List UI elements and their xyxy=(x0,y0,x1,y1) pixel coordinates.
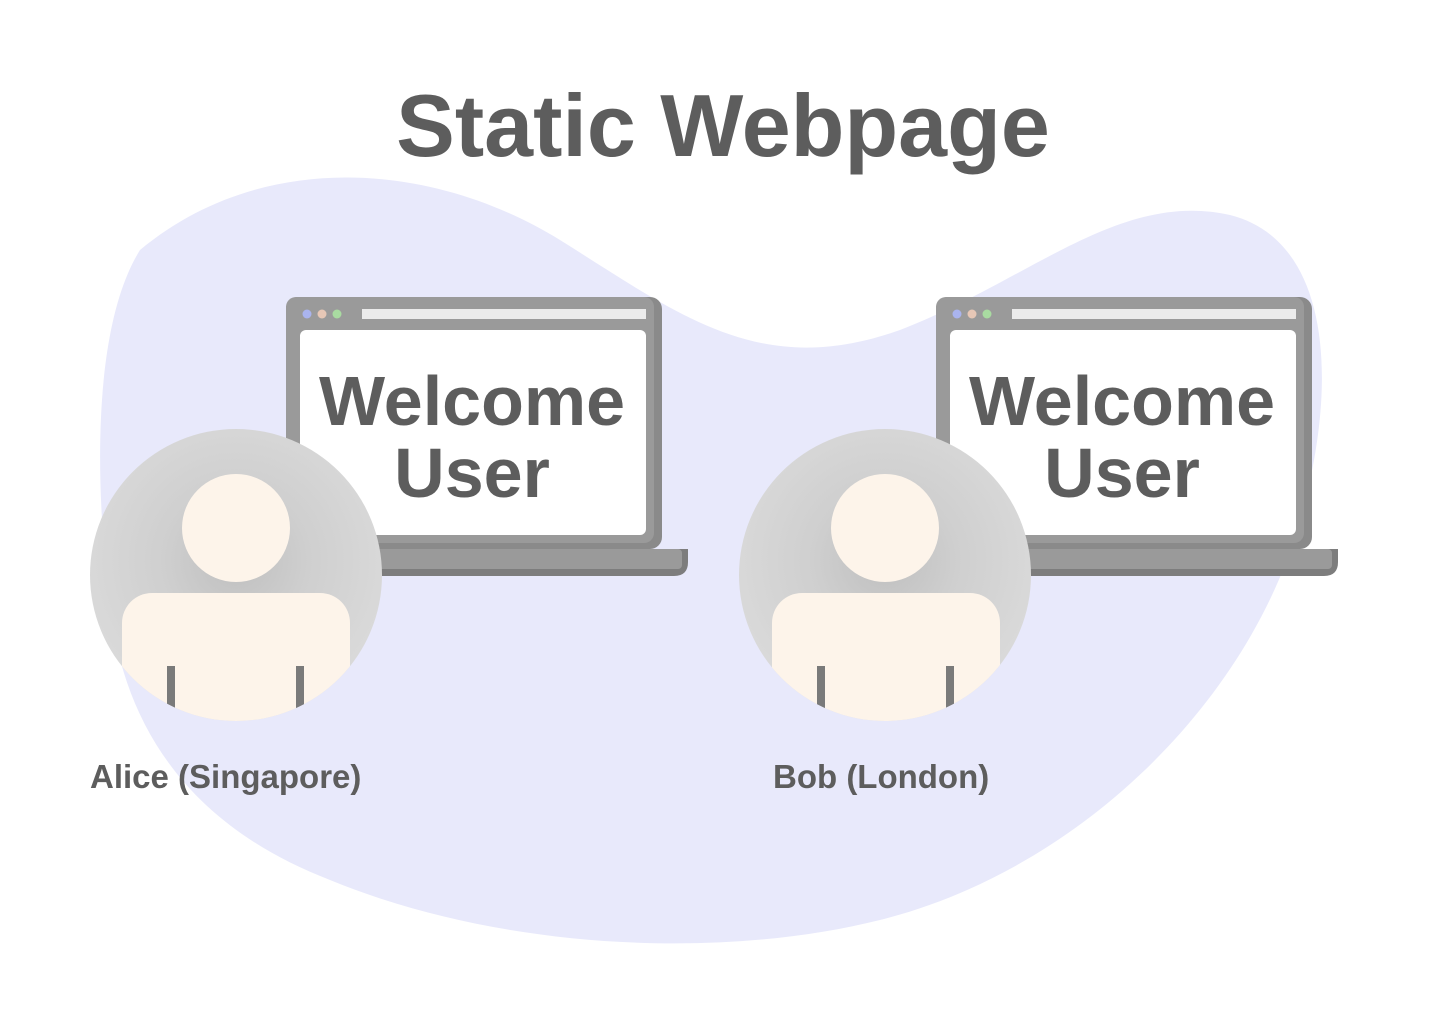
user-label-bob: Bob (London) xyxy=(773,758,990,795)
avatar-bob xyxy=(739,429,1031,721)
diagram-title: Static Webpage xyxy=(396,76,1050,175)
screen-text-line1: Welcome xyxy=(969,362,1275,440)
screen-text-line2: User xyxy=(1044,434,1200,512)
laptop-screen xyxy=(950,330,1296,535)
window-dot-blue-icon xyxy=(952,309,962,319)
person-head-icon xyxy=(182,474,290,582)
laptop-bob: Welcome User xyxy=(920,297,1338,576)
person-head-icon xyxy=(831,474,939,582)
laptop-alice: Welcome User xyxy=(270,297,688,576)
window-dot-blue-icon xyxy=(302,309,312,319)
avatar-alice xyxy=(90,429,382,721)
window-dot-green-icon xyxy=(332,309,342,319)
screen-text-line2: User xyxy=(394,434,550,512)
person-body-icon xyxy=(772,593,1000,721)
window-dot-peach-icon xyxy=(317,309,327,319)
person-body-icon xyxy=(122,593,350,721)
window-dot-green-icon xyxy=(982,309,992,319)
window-dot-peach-icon xyxy=(967,309,977,319)
address-bar xyxy=(362,309,646,319)
screen-text-line1: Welcome xyxy=(319,362,625,440)
user-label-alice: Alice (Singapore) xyxy=(90,758,362,795)
address-bar xyxy=(1012,309,1296,319)
laptop-screen xyxy=(300,330,646,535)
